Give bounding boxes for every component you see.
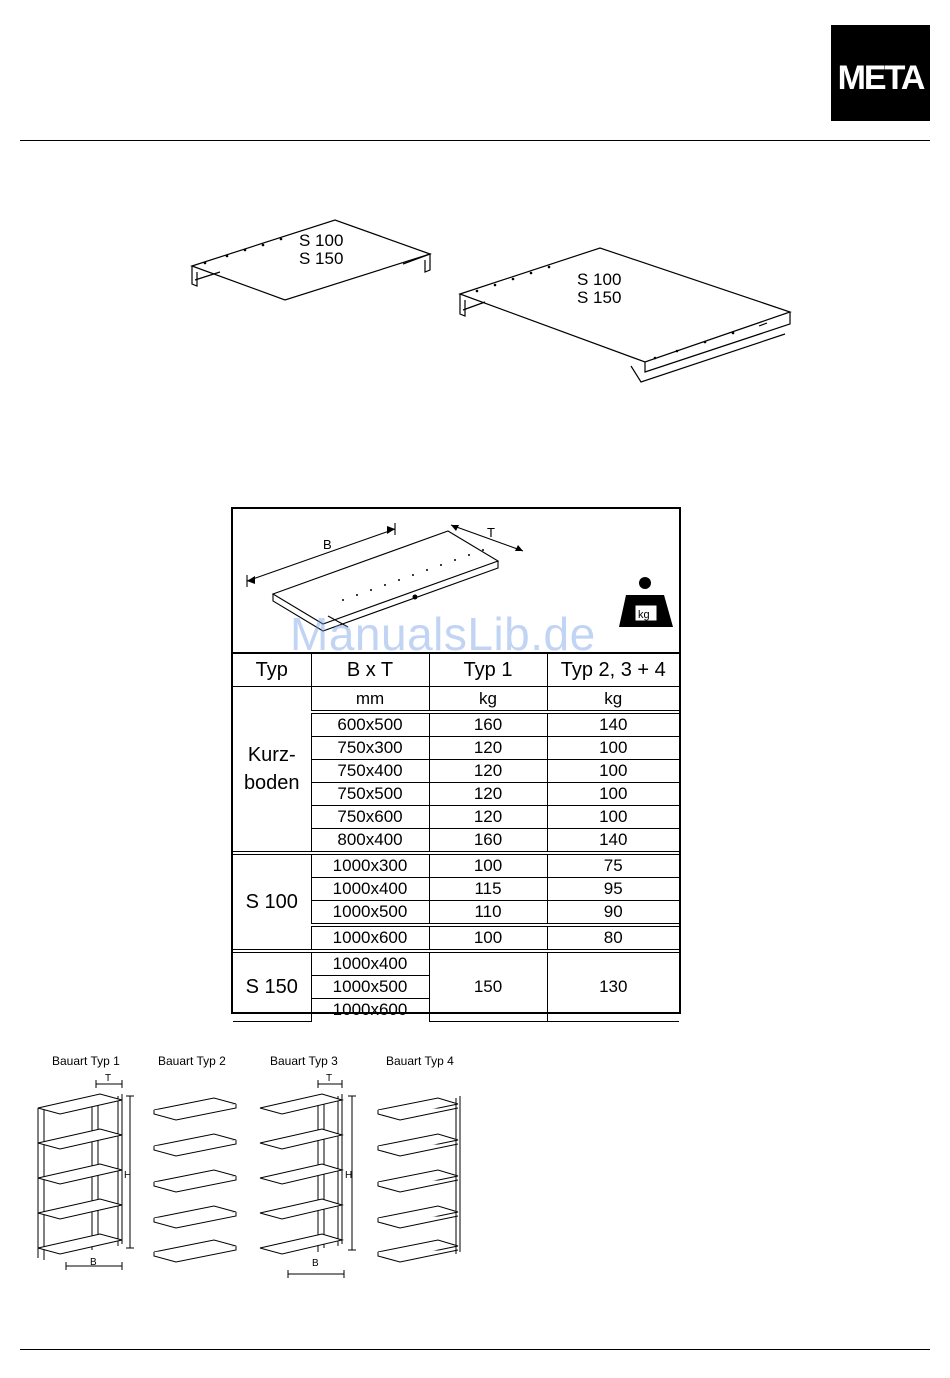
load-capacity-table: B T kg Typ B x T Typ 1 Typ 2, 3 + 4 Kurz… [231,507,681,1022]
typ234-cell: 100 [546,782,679,806]
table-row: 1000x600 [233,998,679,1021]
shelf-label-short: S 100 S 150 [299,232,343,268]
bauart-typ2-illustration [153,1097,237,1263]
typ1-cell: 160 [428,828,548,854]
table-row: 1000x500 110 90 [233,900,679,926]
shelf-label-line2: S 150 [299,249,344,268]
typ1-cell: 100 [428,851,548,878]
typ234-cell: 100 [546,759,679,783]
unit-kg-typ1: kg [428,686,548,713]
typ234-cell: 130 [546,949,679,1022]
weight-icon: kg [619,577,673,627]
table-header-row: Typ B x T Typ 1 Typ 2, 3 + 4 [233,652,679,687]
typ1-cell: 110 [428,900,548,926]
typ1-cell: 120 [428,805,548,829]
size-cell: 1000x400 [310,877,430,901]
size-cell: 1000x300 [310,851,430,878]
dimension-label-t: T [487,525,495,540]
table-row: 750x500 120 100 [233,782,679,806]
dim-t: T [105,1073,111,1084]
table-row: 750x400 120 100 [233,759,679,783]
typ234-cell: 80 [546,923,679,952]
typ234-cell: 100 [546,805,679,829]
group-name-line2: boden [243,772,300,794]
weight-icon-label: kg [638,609,650,621]
bauart-typ1-label: Bauart Typ 1 [52,1054,120,1068]
header-typ1: Typ 1 [428,652,548,687]
typ234-cell: 140 [546,710,679,737]
shelf-label-line1: S 100 [577,270,622,289]
watermark: ManualsLib.de [290,608,596,660]
dim-b: B [312,1258,319,1269]
typ1-cell: 115 [428,877,548,901]
typ1-cell: 120 [428,736,548,760]
dimension-label-b: B [323,537,332,552]
header-typ: Typ [233,652,312,687]
group-kurzboden: Kurz- boden [233,686,312,854]
typ234-cell: 75 [546,851,679,878]
header-bxt: B x T [310,652,430,687]
size-cell: 1000x500 [310,900,430,926]
bauart-typ4-illustration [377,1096,461,1263]
dim-h: H [345,1170,352,1181]
table-row: S 150 1000x400 150 130 [233,949,679,1022]
shelf-illustration-long [458,247,792,383]
meta-logo: META [831,25,930,121]
table-row: 750x600 120 100 [233,805,679,829]
size-cell: 1000x600 [310,923,430,952]
typ234-cell: 90 [546,900,679,926]
shelf-dimension-diagram: B T kg [246,523,673,632]
typ234-cell: 95 [546,877,679,901]
size-cell: 750x400 [310,759,430,783]
load-table-grid: Typ B x T Typ 1 Typ 2, 3 + 4 Kurz- boden… [233,652,679,1022]
size-cell: 1000x600 [310,998,430,1021]
typ1-cell: 120 [428,782,548,806]
size-cell: 750x600 [310,805,430,829]
table-row: S 100 1000x300 100 75 [233,851,679,952]
group-s100: S 100 [233,851,312,952]
dim-b: B [90,1257,97,1268]
table-row: 1000x600 100 80 [233,923,679,952]
table-row: Kurz- boden mm kg kg [233,686,679,854]
group-name-line1: Kurz- [247,744,296,766]
size-cell: 800x400 [310,828,430,854]
dim-t: T [326,1073,332,1084]
size-cell: 1000x400 [310,949,430,976]
shelf-label-long: S 100 S 150 [577,271,621,307]
typ1-cell: 100 [428,923,548,952]
size-cell: 750x500 [310,782,430,806]
bottom-rule [20,1349,930,1350]
table-row: 1000x400 115 95 [233,877,679,901]
unit-kg-typ234: kg [546,686,679,713]
typ1-cell: 120 [428,759,548,783]
table-row: 1000x500 [233,975,679,999]
shelf-illustration-short [190,219,432,301]
typ234-cell: 100 [546,736,679,760]
bauart-typ3-illustration: T H B [259,1073,356,1278]
table-row: 750x300 120 100 [233,736,679,760]
size-cell: 1000x500 [310,975,430,999]
typ1-cell: 150 [428,949,548,1022]
typ1-cell: 160 [428,710,548,737]
bauart-typ3-label: Bauart Typ 3 [270,1054,338,1068]
size-cell: 750x300 [310,736,430,760]
size-cell: 600x500 [310,710,430,737]
typ234-cell: 140 [546,828,679,854]
unit-mm: mm [310,686,430,713]
shelf-label-line2: S 150 [577,288,622,307]
top-rule [20,140,930,141]
bauart-typ1-illustration: T H B [37,1073,134,1270]
bauart-typ2-label: Bauart Typ 2 [158,1054,226,1068]
dim-h: H [124,1170,131,1181]
header-typ234: Typ 2, 3 + 4 [546,652,679,687]
group-s150: S 150 [233,949,312,1022]
shelf-label-line1: S 100 [299,231,344,250]
table-row: 600x500 160 140 [233,710,679,737]
bauart-typ4-label: Bauart Typ 4 [386,1054,454,1068]
